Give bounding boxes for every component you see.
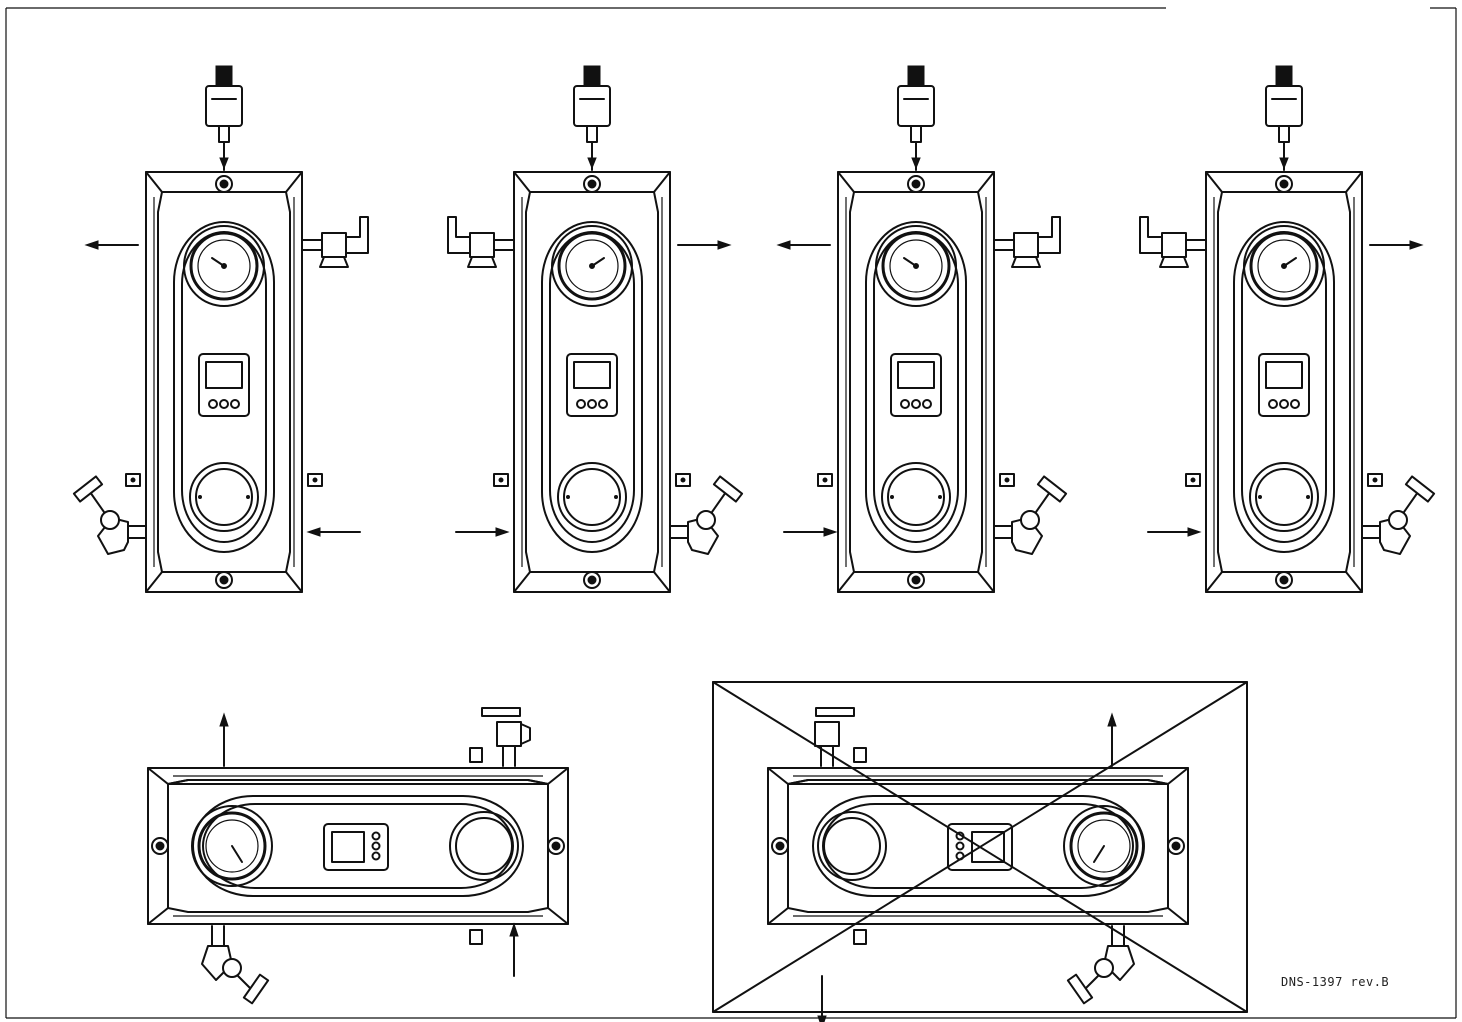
horizontal-view-1 (147, 707, 569, 1005)
outlet-arrow (1369, 240, 1423, 250)
vertical-view-4 (1139, 64, 1436, 594)
inlet-arrow (783, 527, 837, 537)
outlet-arrow (677, 240, 731, 250)
vertical-view-2 (447, 64, 744, 594)
outlet-arrow (777, 240, 831, 250)
drawing-frame (5, 7, 1457, 1019)
vertical-view-3 (777, 64, 1068, 594)
inlet-arrow (509, 923, 519, 977)
inlet-arrow (455, 527, 509, 537)
outlet-arrow (85, 240, 139, 250)
vertical-view-1 (72, 64, 369, 594)
outlet-arrow (1107, 713, 1117, 767)
inlet-arrow (307, 527, 361, 537)
horizontal-view-2-prohibited (712, 681, 1248, 1022)
drawing-reference-number: DNS-1397 rev.B (1281, 975, 1390, 989)
outlet-arrow (219, 713, 229, 767)
inlet-arrow (1147, 527, 1201, 537)
inlet-arrow (817, 975, 827, 1022)
prohibited-cross-line (712, 681, 1248, 1013)
